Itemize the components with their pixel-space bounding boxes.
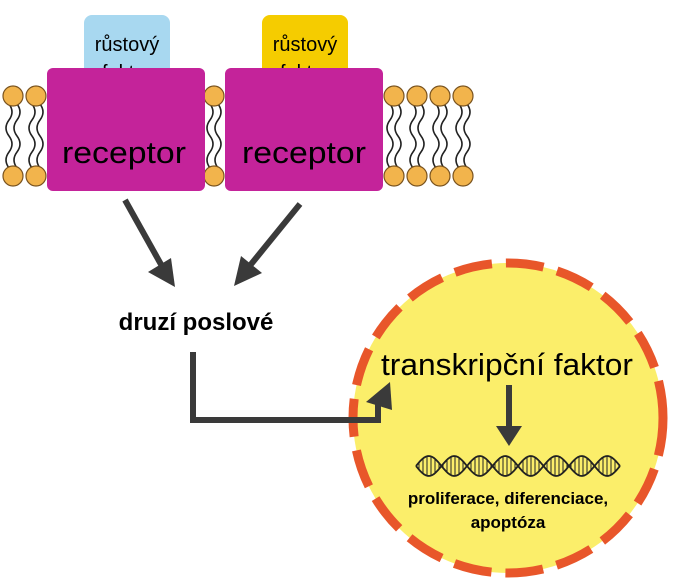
lipid-head	[2, 85, 24, 107]
arrow-receptor-1-head	[148, 258, 175, 287]
lipid-head	[203, 85, 225, 107]
receptor-1-label: receptor	[62, 135, 186, 170]
dna-strand	[415, 455, 621, 477]
lipid-head	[383, 85, 405, 107]
arrow-receptor-1	[122, 198, 166, 270]
lipid-tails	[206, 103, 222, 169]
lipid-head	[429, 165, 451, 187]
transcription-factor-label: transkripční faktor	[381, 347, 633, 382]
lipid-tails	[28, 103, 44, 169]
lipid-tails	[455, 103, 471, 169]
receptor-2: receptor	[225, 68, 383, 191]
lipid-head	[452, 165, 474, 187]
arrow-receptor-2	[245, 202, 303, 270]
receptor-arrows	[122, 198, 303, 287]
receptor-1-box	[47, 68, 205, 191]
arrow-receptor-2-head	[234, 256, 262, 286]
outcome-line-2: apoptóza	[471, 513, 546, 532]
lipid-bilayer-middle	[203, 85, 225, 187]
lipid-head	[406, 85, 428, 107]
lipid-head	[25, 165, 47, 187]
arrow-messengers-to-nucleus	[190, 352, 381, 423]
lipid-bilayer-left	[2, 85, 47, 187]
lipid-tails	[432, 103, 448, 169]
growth-factor-2-line1: růstový	[273, 34, 337, 56]
outcome-line-1: proliferace, diferenciace,	[408, 489, 608, 508]
tf-to-dna-arrow	[496, 385, 522, 446]
lipid-head	[452, 85, 474, 107]
lipid-bilayer-right	[383, 85, 474, 187]
lipid-tails	[409, 103, 425, 169]
growth-factor-1-line1: růstový	[95, 34, 159, 56]
receptor-2-label: receptor	[242, 135, 366, 170]
messenger-arrow	[190, 352, 392, 423]
lipid-head	[383, 165, 405, 187]
second-messengers-label: druzí poslové	[119, 309, 274, 336]
lipid-tails	[386, 103, 402, 169]
dna-helix-icon	[415, 455, 621, 477]
arrow-messengers-head	[366, 382, 392, 410]
arrow-tf-to-dna-head	[496, 426, 522, 446]
lipid-head	[429, 85, 451, 107]
lipid-tails	[5, 103, 21, 169]
receptor-1: receptor	[47, 68, 205, 191]
lipid-head	[2, 165, 24, 187]
receptor-2-box	[225, 68, 383, 191]
lipid-head	[406, 165, 428, 187]
lipid-head	[25, 85, 47, 107]
lipid-head	[203, 165, 225, 187]
